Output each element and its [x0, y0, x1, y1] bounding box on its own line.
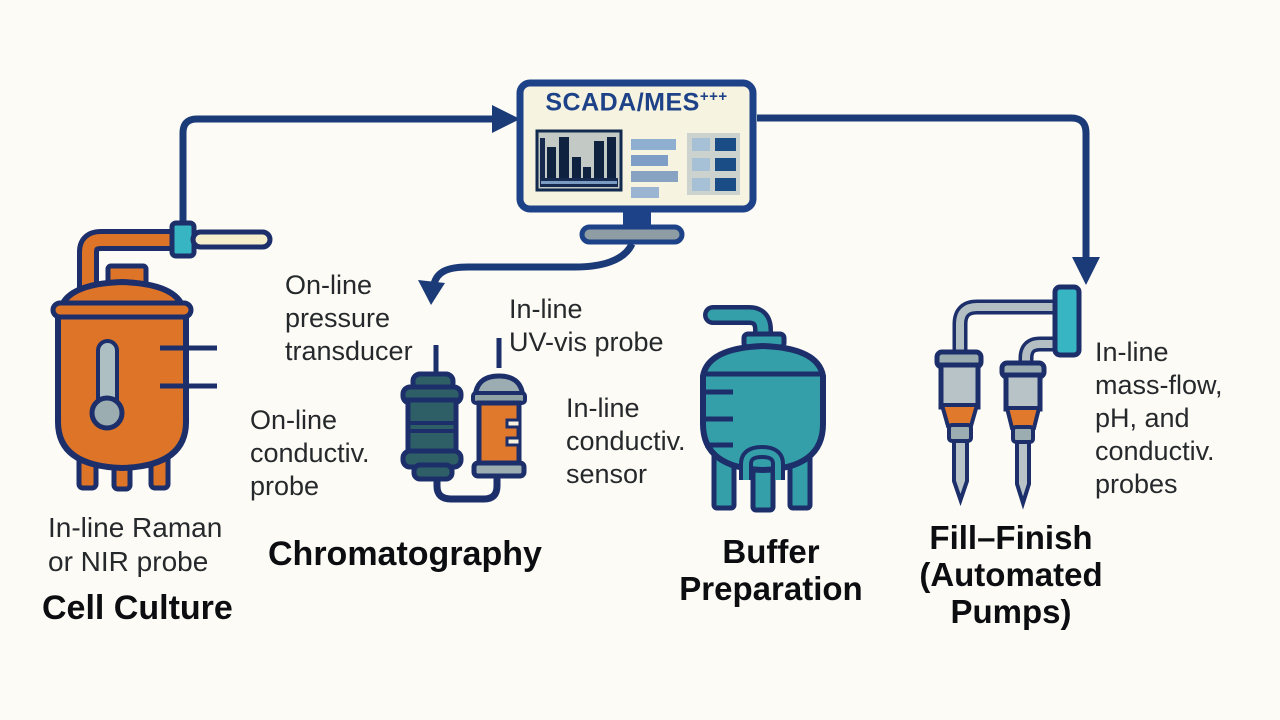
tank-body: [700, 342, 826, 474]
bottom-port: [743, 448, 781, 480]
column-left: [400, 371, 464, 482]
heading-fill-finish: Fill–Finish (Automated Pumps): [919, 519, 1103, 630]
label-conductivity-sensor: In-line conductiv. sensor: [566, 393, 686, 489]
inlet-pipe: [707, 309, 769, 352]
filling-pump-right: [999, 360, 1047, 510]
scada-mes-superscript: +++: [699, 88, 728, 105]
label-massflow-probes: In-line mass-flow, pH, and conductiv. pr…: [1095, 337, 1223, 499]
fill-finish-pumps: [934, 284, 1082, 510]
outlet-pipe: [82, 234, 173, 300]
scada-mes-label: SCADA/MES: [545, 88, 700, 117]
label-pressure-transducer: On-line pressure transducer: [285, 270, 413, 366]
label-uv-vis-probe: In-line UV-vis probe: [509, 294, 664, 357]
flow-arrow-cellculture-to-scada-icon: [179, 105, 520, 252]
buffer-preparation-tank: [700, 305, 826, 513]
heading-cell-culture: Cell Culture: [42, 589, 233, 627]
heading-chromatography: Chromatography: [268, 535, 542, 573]
data-grid-icon: [687, 133, 740, 195]
manifold-block: [1052, 284, 1082, 358]
flow-arrow-scada-to-chromatography-icon: [418, 242, 636, 305]
cell-culture-bioreactor: [50, 220, 273, 492]
pump-pipe: [1022, 340, 1058, 368]
heading-buffer-preparation: Buffer Preparation: [679, 533, 863, 607]
pump-pipe: [956, 303, 1058, 356]
column-u-pipe: [433, 474, 501, 503]
monitor-base: [579, 224, 685, 245]
column-right: [471, 373, 527, 479]
level-notch: [505, 436, 522, 447]
needle: [952, 439, 969, 507]
bar-chart-icon: [535, 129, 623, 192]
scada-monitor: [516, 79, 757, 245]
list-bars-icon: [631, 139, 678, 198]
label-conductivity-probe: On-line conductiv. probe: [250, 405, 370, 501]
tank-flange: [50, 300, 194, 320]
scada-mes-title: SCADA/MES+++: [520, 88, 753, 117]
level-notch: [505, 418, 522, 429]
flow-arrow-scada-to-fillfinish-icon: [757, 114, 1100, 285]
filling-pump-left: [934, 349, 984, 507]
thermometer-bulb-icon: [89, 395, 125, 431]
chromatography-columns: [400, 338, 527, 503]
label-raman-nir-probe: In-line Raman or NIR probe: [48, 512, 223, 577]
tank-body: [55, 313, 189, 472]
needle: [1015, 440, 1031, 510]
raman-probe-stick: [190, 229, 273, 250]
